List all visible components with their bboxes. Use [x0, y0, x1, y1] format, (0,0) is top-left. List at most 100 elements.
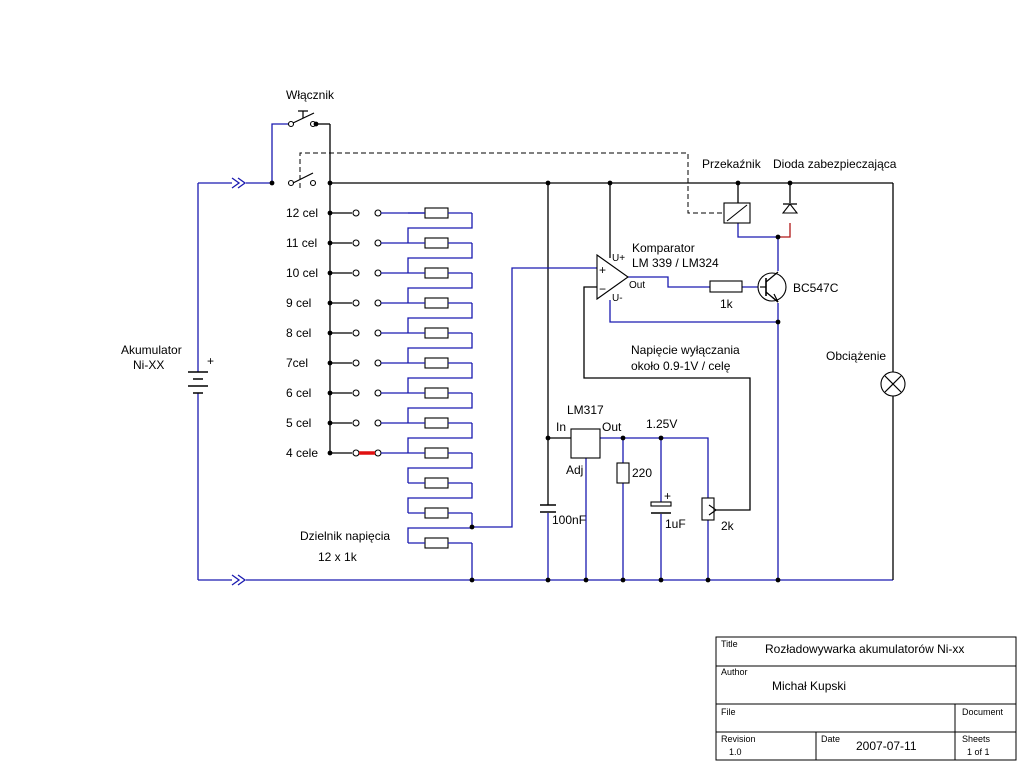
capacitor-100nf — [540, 504, 556, 513]
tap-contact — [352, 329, 360, 337]
divider-resistor — [424, 387, 449, 399]
tap-contact — [352, 389, 360, 397]
author-caption: Author — [721, 667, 748, 677]
cell-tap-row — [330, 329, 408, 337]
battery-label-line2: Ni-XX — [133, 358, 164, 372]
potentiometer-2k — [701, 497, 717, 521]
cell-tap-row — [330, 269, 408, 277]
cell-tap-label: 9 cel — [286, 296, 311, 310]
divider-resistor — [424, 507, 449, 519]
resistor-220-label: 220 — [632, 466, 652, 480]
cell-tap-label: 7cel — [286, 356, 308, 370]
divider-resistor — [424, 357, 449, 369]
revision-value: 1.0 — [729, 747, 742, 757]
cutoff-label-line2: około 0.9-1V / celę — [631, 359, 731, 373]
load-lamp — [880, 371, 906, 397]
regulator-out-label: Out — [602, 420, 622, 434]
cell-tap-row — [330, 449, 408, 457]
divider-resistor — [424, 237, 449, 249]
title-block: Title Rozładowywarka akumulatorów Ni-xx … — [715, 636, 1017, 761]
tap-contact — [374, 299, 382, 307]
opamp-minus-sign: − — [599, 282, 606, 296]
comparator-opamp — [596, 253, 629, 301]
relay-coil — [723, 202, 751, 224]
divider-resistor — [424, 537, 449, 549]
u-plus-label: U+ — [612, 253, 625, 264]
comparator-wiring — [472, 183, 894, 580]
regulator-adj-label: Adj — [566, 463, 583, 477]
junction-dots — [269, 121, 793, 583]
divider-resistor — [424, 267, 449, 279]
capacitor-100nf-label: 100nF — [552, 513, 586, 527]
relay-label: Przekaźnik — [702, 157, 762, 171]
cell-tap-row — [330, 239, 408, 247]
battery-plus-sign: + — [207, 354, 214, 368]
tap-contact — [374, 269, 382, 277]
tap-contact — [352, 269, 360, 277]
regulator-in-label: In — [556, 420, 566, 434]
opamp-out-label: Out — [629, 280, 645, 291]
tap-contact — [352, 209, 360, 217]
revision-caption: Revision — [721, 734, 756, 744]
potentiometer-label: 2k — [721, 519, 735, 533]
document-caption: Document — [962, 707, 1004, 717]
battery-symbol — [188, 371, 208, 394]
connector-bottom — [231, 574, 247, 586]
divider-resistor — [424, 327, 449, 339]
cell-tap-row — [330, 419, 408, 427]
transistor-bc547c — [757, 271, 787, 303]
voltage-divider-ladder — [407, 207, 473, 580]
tap-contact — [374, 239, 382, 247]
comparator-label-line2: LM 339 / LM324 — [632, 256, 719, 270]
power-switch-symbol — [287, 110, 317, 187]
u-minus-label: U- — [612, 293, 623, 304]
lm317-regulator — [570, 428, 601, 459]
sheets-value: 1 of 1 — [967, 747, 990, 757]
regulator-label: LM317 — [567, 403, 604, 417]
cell-tap-label: 8 cel — [286, 326, 311, 340]
divider-resistor — [424, 207, 449, 219]
capacitor-1uf — [650, 501, 672, 514]
cutoff-label-line1: Napięcie wyłączania — [631, 343, 740, 357]
resistor-1k — [709, 280, 743, 293]
resistor-220 — [616, 462, 630, 484]
tap-contact — [374, 419, 382, 427]
tap-contact — [374, 359, 382, 367]
cell-tap-row — [330, 359, 408, 367]
date-caption: Date — [821, 734, 840, 744]
opamp-plus-sign: + — [599, 263, 606, 277]
battery-wiring — [197, 123, 893, 581]
connector-top — [231, 177, 247, 189]
tap-contact — [374, 389, 382, 397]
resistor-1k-label: 1k — [720, 297, 734, 311]
capacitor-1uf-label: 1uF — [665, 517, 686, 531]
cell-tap-label: 4 cele — [286, 446, 318, 460]
sheets-caption: Sheets — [962, 734, 991, 744]
battery-label-line1: Akumulator — [121, 343, 182, 357]
regulator-wiring — [548, 437, 709, 580]
diode-label: Dioda zabezpieczająca — [773, 157, 897, 171]
tap-contact — [374, 449, 382, 457]
divider-resistor — [424, 297, 449, 309]
file-caption: File — [721, 707, 736, 717]
cell-tap-label: 10 cel — [286, 266, 318, 280]
cell-tap-rows — [330, 209, 425, 457]
voltage-label: 1.25V — [646, 417, 677, 431]
title-caption: Title — [721, 639, 738, 649]
divider-resistor — [424, 417, 449, 429]
cell-tap-label: 6 cel — [286, 386, 311, 400]
tap-contact — [352, 359, 360, 367]
tap-contact — [352, 419, 360, 427]
cell-tap-label: 5 cel — [286, 416, 311, 430]
tap-contact — [374, 329, 382, 337]
tap-contact — [374, 209, 382, 217]
capacitor-1uf-plus: + — [664, 489, 671, 503]
title-value: Rozładowywarka akumulatorów Ni-xx — [765, 642, 964, 656]
switch-label: Włącznik — [286, 88, 335, 102]
divider-label-line1: Dzielnik napięcia — [300, 529, 390, 543]
author-value: Michał Kupski — [772, 679, 846, 693]
comparator-label-line1: Komparator — [632, 241, 695, 255]
